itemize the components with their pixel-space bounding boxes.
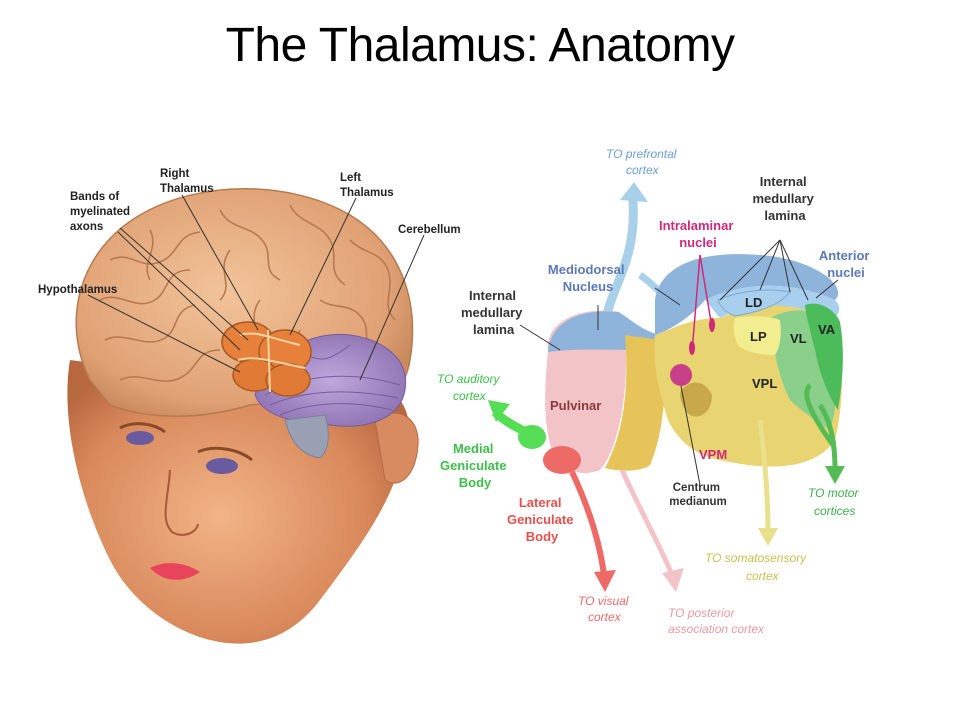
head-leader-lines	[87, 194, 425, 381]
lips-shape	[150, 563, 200, 580]
thalamus-diagram	[488, 182, 845, 592]
va-region	[805, 303, 843, 410]
nucleus-vl: VL	[790, 331, 807, 346]
arrow-to-prefrontal	[600, 189, 638, 326]
label-lateral-geniculate-body: Lateral Geniculate Body	[507, 495, 577, 544]
eye-right	[206, 458, 238, 474]
label-to-somatosensory: TO somatosensory cortex	[705, 551, 810, 583]
label-bands-of-myelinated-axons: Bands of myelinated axons	[70, 191, 133, 233]
arrow-to-posterior	[619, 468, 675, 576]
thalamus-leader-lines	[519, 239, 839, 351]
nucleus-lp: LP	[750, 329, 767, 344]
slide-title: The Thalamus: Anatomy	[225, 19, 735, 72]
label-medial-geniculate-body: Medial Geniculate Body	[440, 441, 510, 490]
label-cerebellum: Cerebellum	[398, 224, 461, 236]
arrow-to-somatosensory	[757, 419, 771, 531]
head-illustration	[67, 188, 425, 644]
label-mediodorsal-nucleus: Mediodorsal Nucleus	[548, 262, 628, 294]
mediodorsal-anterior-top	[655, 254, 839, 335]
ear-shape	[374, 412, 419, 484]
label-hypothalamus: Hypothalamus	[38, 284, 117, 296]
label-to-visual: TO visual cortex	[578, 594, 632, 624]
thalamus-lobes	[221, 321, 312, 397]
lateral-geniculate-body	[543, 446, 581, 474]
label-to-motor: TO motor cortices	[808, 486, 862, 518]
label-internal-medullary-lamina-top: Internal medullary lamina	[752, 174, 817, 223]
lp-region	[733, 316, 781, 355]
label-to-prefrontal: TO prefrontal cortex	[606, 147, 680, 177]
arrow-to-motor	[804, 383, 838, 471]
vpm-region	[680, 382, 712, 417]
nucleus-vpl: VPL	[752, 376, 777, 391]
label-internal-medullary-lamina-left: Internal medullary lamina	[461, 288, 526, 337]
ld-region	[717, 289, 791, 317]
label-anterior-nuclei: Anterior nuclei	[819, 248, 873, 280]
eye-left	[126, 431, 154, 445]
label-to-posterior: TO posterior association cortex	[668, 606, 765, 636]
arrow-to-visual	[569, 470, 607, 576]
label-right-thalamus: Right Thalamus	[160, 168, 214, 195]
centrum-medianum-dot	[670, 364, 692, 386]
brainstem-shape	[284, 414, 329, 459]
label-to-auditory: TO auditory cortex	[437, 372, 503, 403]
label-pulvinar: Pulvinar	[550, 398, 601, 413]
pulvinar-region	[545, 310, 626, 474]
intralaminar-nuclei	[689, 254, 715, 355]
label-intralaminar-nuclei: Intralaminar nuclei	[659, 218, 737, 250]
yellow-posterior-region	[605, 335, 665, 471]
label-centrum-medianum: Centrum medianum	[669, 482, 727, 508]
medial-geniculate-body	[518, 425, 546, 449]
nucleus-va: VA	[818, 322, 836, 337]
nucleus-ld: LD	[745, 295, 762, 310]
label-left-thalamus: Left Thalamus	[340, 172, 394, 199]
nucleus-vpm: VPM	[699, 447, 727, 462]
